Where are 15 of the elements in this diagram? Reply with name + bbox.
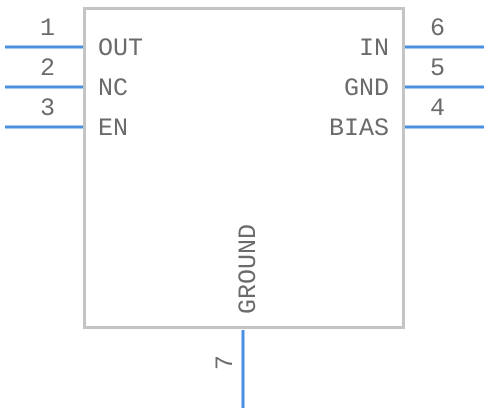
pin-name: NC [98,76,128,102]
chip-body [83,7,405,329]
pin-name: IN [358,36,389,62]
pin-name: BIAS [328,116,389,142]
pin-number: 4 [430,96,446,122]
pin-name: GND [344,76,389,102]
pin-number: 2 [40,56,56,82]
pin-name: GROUND [236,224,262,314]
pin-number: 3 [40,96,56,122]
pin-number: 1 [40,16,56,42]
pin-number: 6 [430,16,446,42]
pin-number: 7 [213,354,239,370]
pin-name: EN [98,116,128,142]
pin-number: 5 [430,56,446,82]
pin-name: OUT [98,36,144,62]
